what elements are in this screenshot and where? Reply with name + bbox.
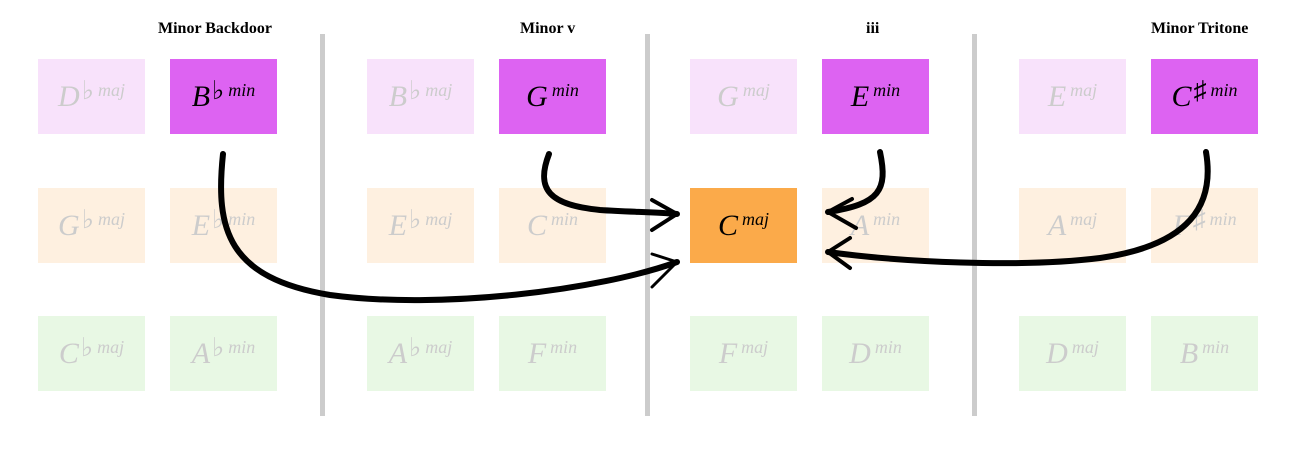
chord-quality: maj bbox=[1070, 209, 1098, 229]
arrowhead bbox=[650, 198, 679, 232]
chord-root: A bbox=[1047, 208, 1067, 242]
chord-quality: min bbox=[228, 80, 256, 100]
chord-root: E bbox=[388, 208, 408, 242]
section-title-minor-tritone: Minor Tritone bbox=[1151, 20, 1249, 37]
chord-accidental: ♭ bbox=[212, 75, 225, 105]
chord-cell: B♭maj bbox=[367, 59, 474, 134]
chord-cell: E♭maj bbox=[367, 188, 474, 263]
chord-root: C bbox=[717, 208, 738, 242]
chord-accidental: ♭ bbox=[81, 75, 94, 105]
chord-quality: min bbox=[550, 337, 578, 357]
chord-root: G bbox=[58, 208, 80, 242]
chord-accidental: ♭ bbox=[409, 75, 422, 105]
chord-quality: maj bbox=[425, 80, 453, 100]
chord-accidental: ♭ bbox=[81, 204, 94, 234]
chord-quality: maj bbox=[1070, 80, 1098, 100]
chord-quality: maj bbox=[742, 80, 770, 100]
chord-root: F bbox=[527, 336, 547, 370]
chord-root: E bbox=[850, 79, 870, 113]
arrowhead bbox=[650, 252, 679, 289]
chord-cell: C♭maj bbox=[38, 316, 145, 391]
chord-root: F bbox=[1172, 208, 1191, 242]
chord-root: G bbox=[526, 79, 548, 113]
chord-accidental: ♯ bbox=[1192, 204, 1206, 234]
chord-quality: min bbox=[551, 209, 578, 229]
chord-quality: maj bbox=[741, 337, 769, 357]
chord-quality: maj bbox=[97, 209, 125, 229]
chord-quality: maj bbox=[425, 209, 453, 229]
chord-cell: C♯min bbox=[1151, 59, 1258, 134]
chord-root: G bbox=[717, 79, 739, 113]
chord-cell: F♯min bbox=[1151, 188, 1258, 263]
chord-quality: min bbox=[1210, 80, 1238, 100]
chord-root: D bbox=[849, 336, 871, 370]
chord-quality: maj bbox=[97, 80, 125, 100]
chord-cell: E♭min bbox=[170, 188, 277, 263]
chord-quality: min bbox=[1209, 209, 1237, 229]
section-divider bbox=[320, 34, 325, 416]
chord-quality: min bbox=[873, 80, 901, 100]
chord-root: F bbox=[718, 336, 738, 370]
chord-quality: maj bbox=[1071, 337, 1099, 357]
chord-quality: min bbox=[551, 80, 579, 100]
chord-quality: maj bbox=[97, 337, 125, 357]
section-title-minor-backdoor: Minor Backdoor bbox=[158, 20, 272, 37]
chord-quality: maj bbox=[425, 337, 453, 357]
chord-accidental: ♭ bbox=[212, 332, 225, 362]
chord-cell: A♭min bbox=[170, 316, 277, 391]
chord-quality: min bbox=[228, 337, 256, 357]
chord-root: A bbox=[388, 336, 408, 370]
chord-root: D bbox=[1046, 336, 1068, 370]
chord-quality: min bbox=[1202, 337, 1230, 357]
section-title-iii: iii bbox=[866, 20, 880, 37]
chord-cell: D♭maj bbox=[38, 59, 145, 134]
chord-accidental: ♭ bbox=[80, 332, 94, 362]
chord-cell: B♭min bbox=[170, 59, 277, 134]
section-title-minor-v: Minor v bbox=[520, 20, 576, 37]
chord-root: B bbox=[191, 79, 211, 113]
chord-root: C bbox=[58, 336, 79, 370]
chord-root: E bbox=[191, 208, 211, 242]
chord-root: E bbox=[1047, 79, 1067, 113]
chord-root: C bbox=[526, 208, 547, 242]
chord-accidental: ♭ bbox=[409, 332, 422, 362]
chord-root: D bbox=[58, 79, 80, 113]
chord-root: C bbox=[1171, 79, 1192, 113]
chord-quality: maj bbox=[742, 209, 769, 229]
section-divider bbox=[645, 34, 650, 416]
chord-root: A bbox=[850, 208, 870, 242]
chord-accidental: ♯ bbox=[1193, 75, 1207, 105]
chord-cell: A♭maj bbox=[367, 316, 474, 391]
section-divider bbox=[972, 34, 977, 416]
chord-accidental: ♭ bbox=[409, 204, 422, 234]
chord-cell: G♭maj bbox=[38, 188, 145, 263]
chord-root: B bbox=[388, 79, 408, 113]
chord-root: B bbox=[1179, 336, 1199, 370]
chord-accidental: ♭ bbox=[212, 204, 225, 234]
chord-quality: min bbox=[873, 209, 901, 229]
chord-quality: min bbox=[874, 337, 902, 357]
chord-root: A bbox=[191, 336, 211, 370]
chord-quality: min bbox=[228, 209, 256, 229]
